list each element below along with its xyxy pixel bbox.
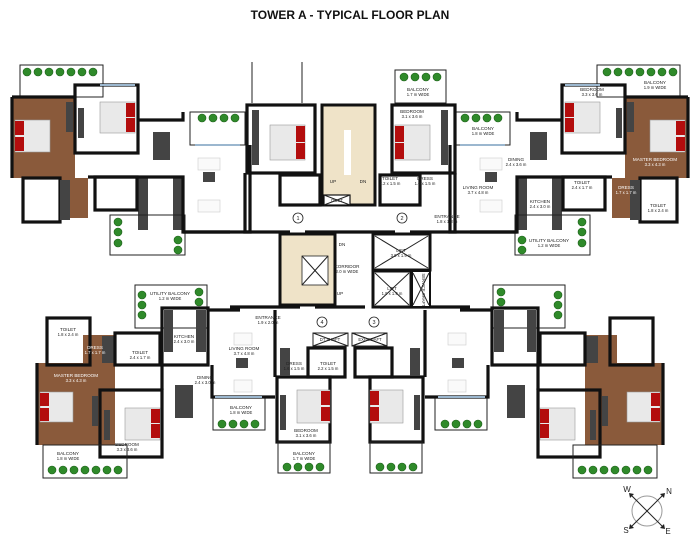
shaft-label: DT SHAFT: [320, 337, 341, 342]
svg-text:3: 3: [372, 320, 375, 326]
svg-text:BALCONY: BALCONY: [230, 405, 252, 410]
svg-text:3.1 x 3.6 m: 3.1 x 3.6 m: [296, 433, 317, 438]
svg-text:KITCHEN: KITCHEN: [174, 334, 194, 339]
svg-text:E: E: [665, 527, 670, 536]
svg-text:1.9 x 1.9 m: 1.9 x 1.9 m: [382, 291, 403, 296]
svg-text:TOILET: TOILET: [382, 176, 398, 181]
svg-text:2.4 x 3.0 m: 2.4 x 3.0 m: [174, 339, 195, 344]
service-shaft-label: SERVICE SHAFT: [421, 273, 426, 307]
svg-text:DRESS: DRESS: [618, 185, 634, 190]
svg-text:2.2 x 1.5 m: 2.2 x 1.5 m: [318, 366, 339, 371]
svg-text:2.4 x 1.7 m: 2.4 x 1.7 m: [572, 185, 593, 190]
svg-text:CORRIDOR: CORRIDOR: [334, 264, 360, 269]
svg-text:1.2 m WIDE: 1.2 m WIDE: [159, 296, 182, 301]
svg-text:DINING: DINING: [508, 157, 525, 162]
svg-text:2.4 x 3.6 m: 2.4 x 3.6 m: [506, 162, 527, 167]
svg-text:TOILET: TOILET: [60, 327, 76, 332]
center-core: [278, 232, 432, 309]
compass-icon: W N S E: [623, 485, 672, 536]
svg-text:ENTRANCE: ENTRANCE: [434, 214, 459, 219]
svg-text:W: W: [623, 485, 631, 494]
svg-text:BEDROOM: BEDROOM: [115, 442, 139, 447]
plan-title: TOWER A - TYPICAL FLOOR PLAN: [251, 8, 450, 22]
svg-text:MASTER BEDROOM: MASTER BEDROOM: [633, 157, 677, 162]
unit-top-left: [10, 63, 252, 257]
svg-text:2.0 m WIDE: 2.0 m WIDE: [336, 269, 359, 274]
svg-text:1.9 x 2.0 m: 1.9 x 2.0 m: [258, 320, 279, 325]
stair-up-label: UP: [337, 291, 343, 296]
svg-text:1.7 x 1.7 m: 1.7 x 1.7 m: [616, 190, 637, 195]
svg-text:BALCONY: BALCONY: [407, 87, 429, 92]
entrance-marker-2: 2: [396, 212, 408, 224]
entrance-marker-3: 3: [368, 316, 380, 328]
stair-down-label: DN: [339, 242, 346, 247]
svg-text:1.7 x 1.7 m: 1.7 x 1.7 m: [85, 350, 106, 355]
svg-text:3.3 x 4.3 m: 3.3 x 4.3 m: [66, 378, 87, 383]
svg-text:LIFT: LIFT: [396, 248, 406, 253]
svg-text:LIVING ROOM: LIVING ROOM: [229, 346, 260, 351]
svg-text:2.2 x 1.5 m: 2.2 x 1.5 m: [380, 181, 401, 186]
svg-text:UTILITY BALCONY: UTILITY BALCONY: [529, 238, 569, 243]
svg-text:TOILET: TOILET: [574, 180, 590, 185]
svg-text:2.4 x 3.0 m: 2.4 x 3.0 m: [530, 204, 551, 209]
svg-text:3.7 x 4.8 m: 3.7 x 4.8 m: [468, 190, 489, 195]
svg-text:TOILET: TOILET: [320, 361, 336, 366]
svg-text:BALCONY: BALCONY: [644, 80, 666, 85]
svg-text:4: 4: [320, 320, 323, 326]
svg-text:1.8 x 2.4 m: 1.8 x 2.4 m: [648, 208, 669, 213]
stair-up-label: UP: [330, 179, 336, 184]
stair-down-label: DN: [360, 179, 367, 184]
svg-text:3.1 x 3.6 m: 3.1 x 3.6 m: [402, 114, 423, 119]
svg-text:1.8 x 1.8 m: 1.8 x 1.8 m: [437, 219, 458, 224]
svg-text:3.3 x 3.6 m: 3.3 x 3.6 m: [117, 447, 138, 452]
svg-text:1.8 m WIDE: 1.8 m WIDE: [472, 131, 495, 136]
svg-text:DRESS: DRESS: [417, 176, 433, 181]
svg-text:1.6 x 1.5 m: 1.6 x 1.5 m: [415, 181, 436, 186]
svg-text:2.4 x 1.7 m: 2.4 x 1.7 m: [130, 355, 151, 360]
svg-text:1: 1: [296, 216, 299, 222]
svg-text:1.7 m WIDE: 1.7 m WIDE: [407, 92, 430, 97]
svg-text:BEDROOM: BEDROOM: [294, 428, 318, 433]
unit-bottom-right: [350, 283, 665, 480]
svg-text:DRESS: DRESS: [87, 345, 103, 350]
svg-text:3.3 x 3.6 m: 3.3 x 3.6 m: [582, 92, 603, 97]
svg-text:1.2 m WIDE: 1.2 m WIDE: [538, 243, 561, 248]
svg-text:2: 2: [400, 216, 403, 222]
svg-text:1.6 x 1.5 m: 1.6 x 1.5 m: [284, 366, 305, 371]
entrance-marker-4: 4: [316, 316, 328, 328]
svg-text:N: N: [666, 487, 672, 496]
svg-text:DRESS: DRESS: [286, 361, 302, 366]
svg-text:3.0 x 1.9 m: 3.0 x 1.9 m: [391, 253, 412, 258]
top-core: [230, 62, 470, 309]
svg-text:MASTER BEDROOM: MASTER BEDROOM: [54, 373, 98, 378]
svg-text:KITCHEN: KITCHEN: [530, 199, 550, 204]
svg-text:BEDROOM: BEDROOM: [580, 87, 604, 92]
svg-text:2.4 x 3.0 m: 2.4 x 3.0 m: [195, 380, 216, 385]
svg-text:1.8 m WIDE: 1.8 m WIDE: [230, 410, 253, 415]
svg-text:ENTRANCE: ENTRANCE: [255, 315, 280, 320]
svg-text:TOILET: TOILET: [650, 203, 666, 208]
svg-text:BALCONY: BALCONY: [472, 126, 494, 131]
svg-text:1.9 m WIDE: 1.9 m WIDE: [644, 85, 667, 90]
shaft-label: EXP SHAFT: [358, 337, 382, 342]
svg-text:LIFT: LIFT: [387, 286, 397, 291]
svg-text:DINING: DINING: [197, 375, 214, 380]
entrance-marker-1: 1: [292, 212, 304, 224]
svg-text:1.8 x 2.4 m: 1.8 x 2.4 m: [58, 332, 79, 337]
svg-text:BEDROOM: BEDROOM: [400, 109, 424, 114]
svg-text:BALCONY: BALCONY: [293, 451, 315, 456]
svg-text:1.8 m WIDE: 1.8 m WIDE: [57, 456, 80, 461]
svg-text:LIVING ROOM: LIVING ROOM: [463, 185, 494, 190]
svg-text:TOILET: TOILET: [132, 350, 148, 355]
svg-text:1.7 m WIDE: 1.7 m WIDE: [293, 456, 316, 461]
duct-label: DUCT: [331, 198, 343, 203]
svg-text:UTILITY BALCONY: UTILITY BALCONY: [150, 291, 190, 296]
svg-text:BALCONY: BALCONY: [57, 451, 79, 456]
svg-text:3.3 x 4.3 m: 3.3 x 4.3 m: [645, 162, 666, 167]
svg-text:3.7 x 4.8 m: 3.7 x 4.8 m: [234, 351, 255, 356]
svg-text:S: S: [623, 526, 628, 535]
